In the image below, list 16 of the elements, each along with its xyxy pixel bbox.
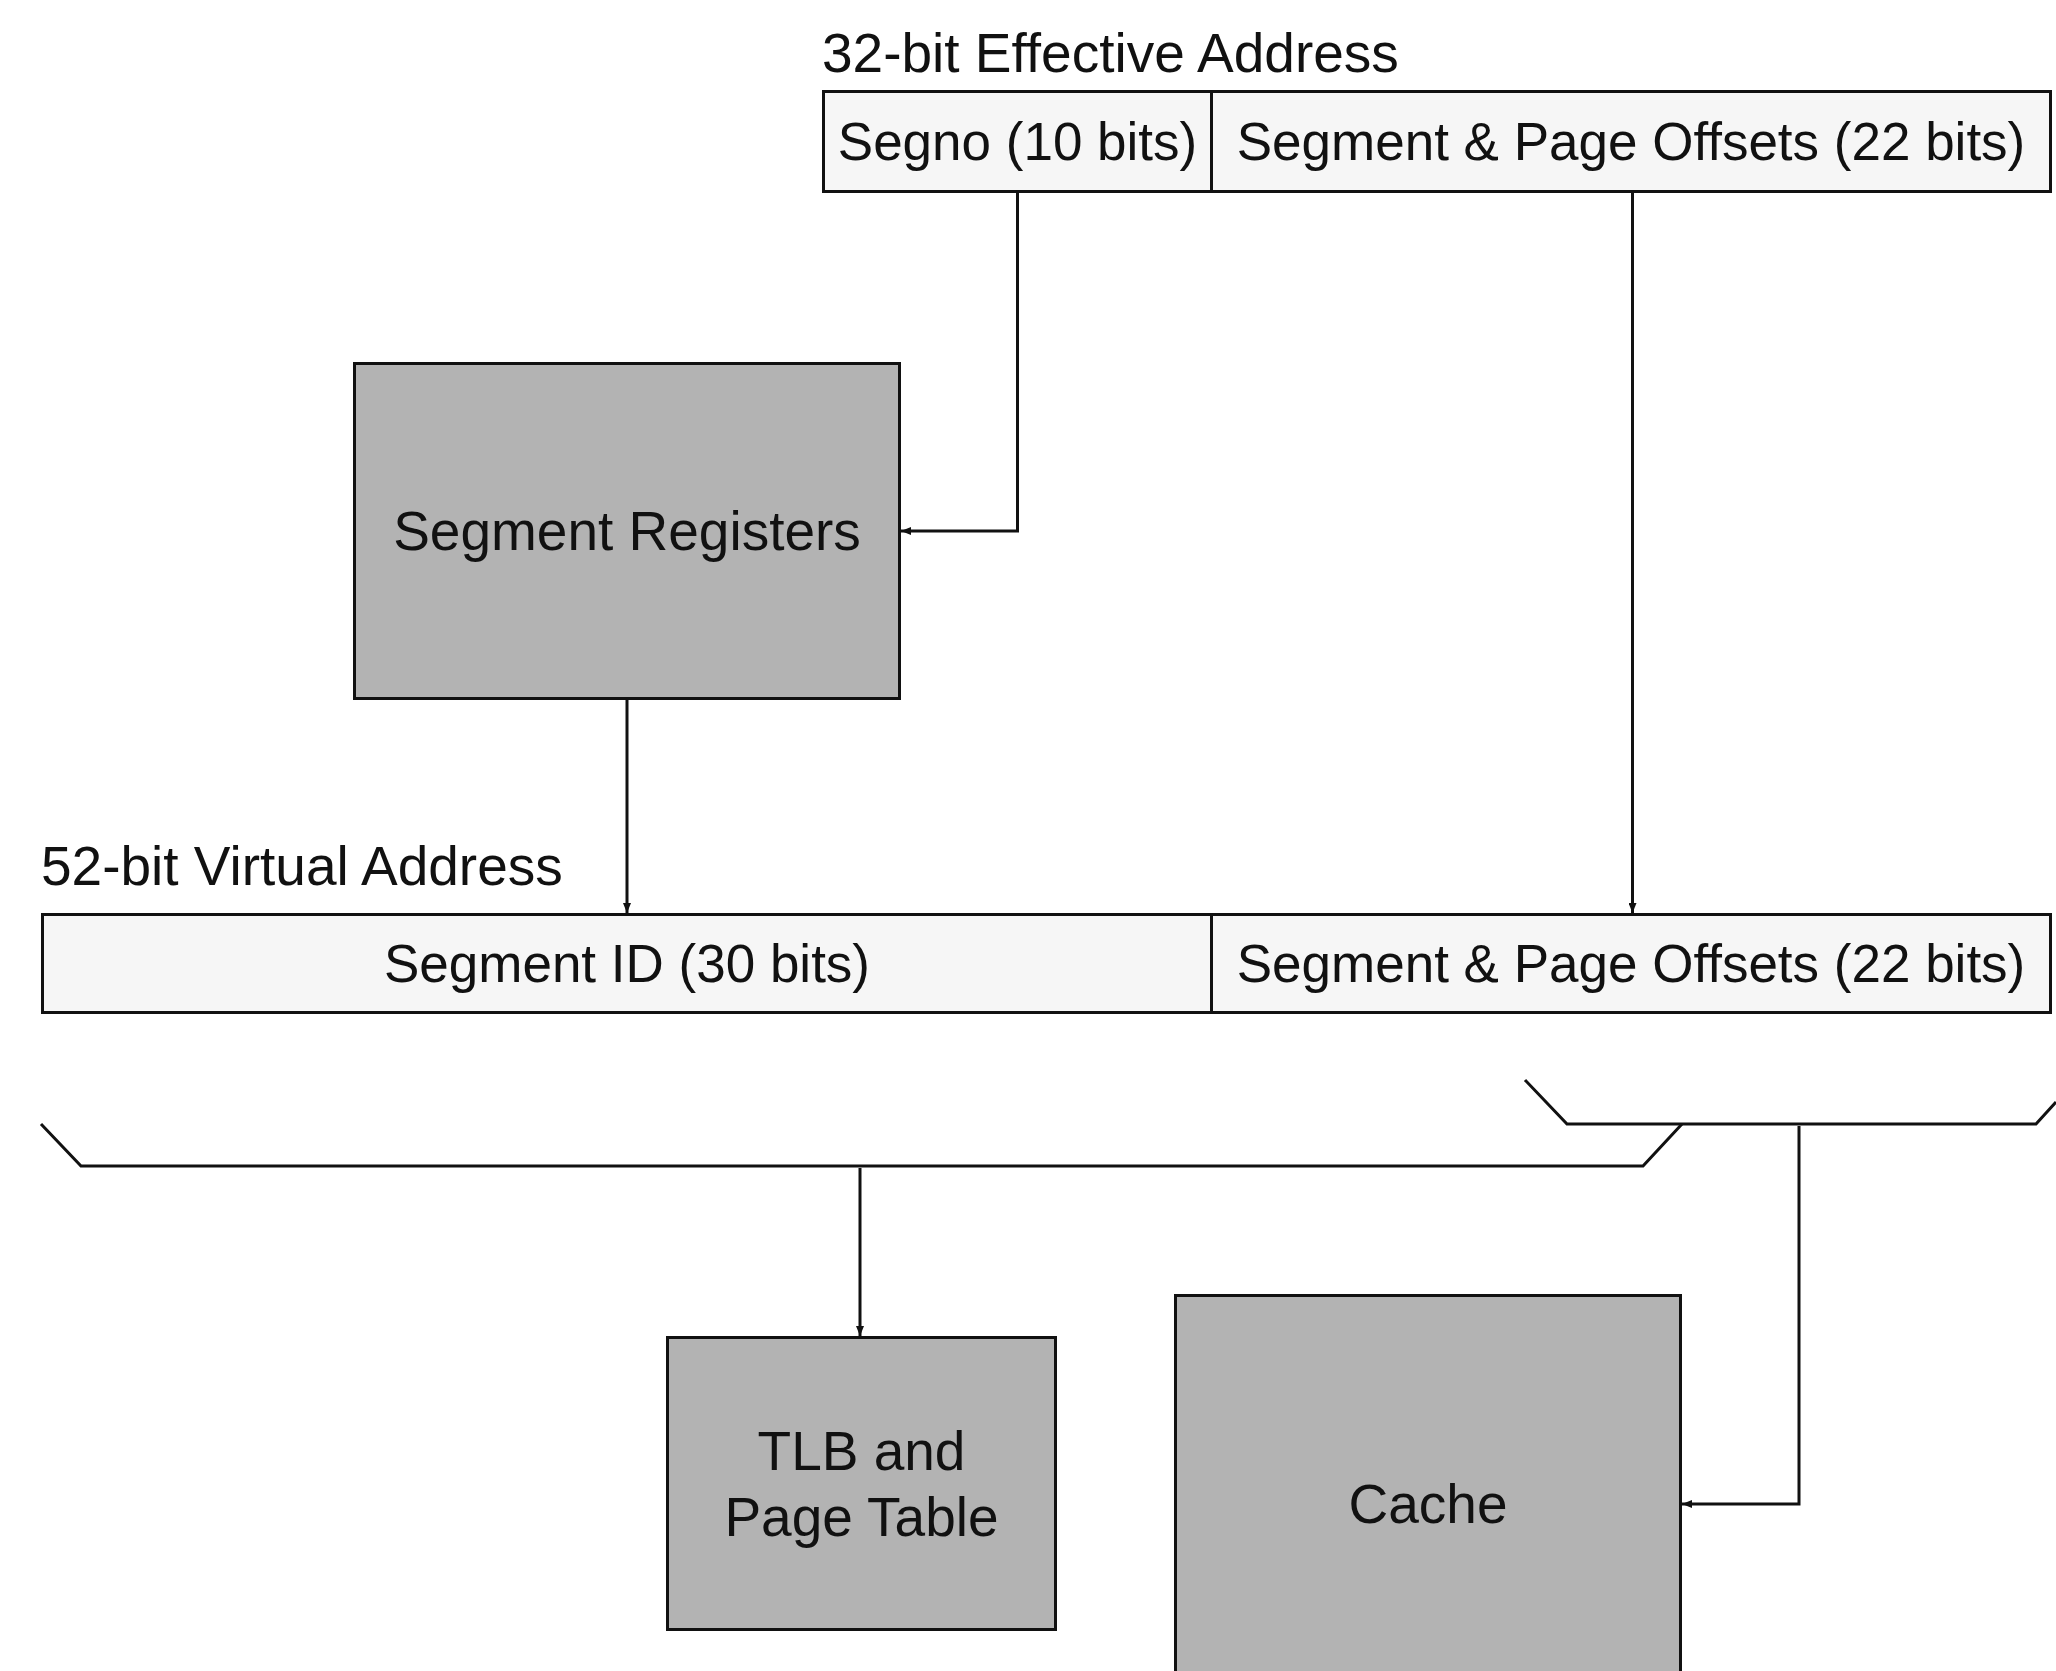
bit-field: Segment & Page Offsets (22 bits)	[1213, 913, 2052, 1014]
process-box: Cache	[1174, 1294, 1682, 1671]
arrow	[623, 700, 631, 913]
register-label: 52-bit Virtual Address	[41, 834, 563, 899]
arrow	[1682, 1126, 1801, 1508]
bracket	[41, 1122, 1682, 1168]
arrow	[1628, 193, 1637, 913]
bit-field: Segno (10 bits)	[822, 90, 1213, 193]
arrow	[856, 1168, 864, 1336]
bracket	[1525, 1078, 2056, 1126]
bit-field: Segment ID (30 bits)	[41, 913, 1213, 1014]
arrow	[901, 193, 1019, 535]
register-label: 32-bit Effective Address	[822, 21, 1399, 86]
process-box: Segment Registers	[353, 362, 901, 700]
bit-field: Segment & Page Offsets (22 bits)	[1213, 90, 2052, 193]
process-box: TLB and Page Table	[666, 1336, 1057, 1631]
